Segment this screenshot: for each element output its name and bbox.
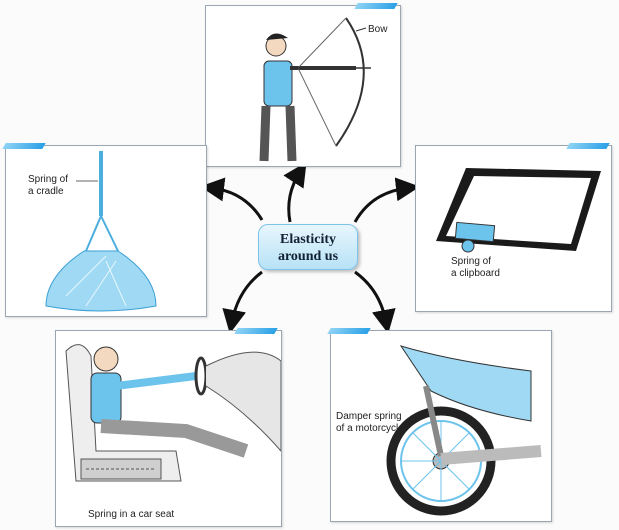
panel-cradle: Spring of a cradle	[2, 143, 207, 317]
panel-car-seat: Spring in a car seat	[55, 328, 282, 527]
label-bow: Bow	[368, 24, 388, 35]
arrow-to-cradle	[200, 177, 264, 221]
panel-bow: Bow	[205, 3, 401, 167]
center-title: Elasticity around us	[258, 224, 358, 270]
center-title-line1: Elasticity	[280, 232, 336, 247]
label-cradle-line2: a cradle	[28, 186, 64, 197]
car-seat-illustration	[65, 344, 281, 482]
archer-illustration	[259, 17, 371, 162]
center-title-line2: around us	[277, 249, 339, 264]
motorcycle-illustration	[386, 345, 542, 516]
panel-clipboard: Spring of a clipboard	[415, 143, 612, 312]
label-motorcycle-line2: of a motorcycle	[336, 423, 404, 434]
label-clipboard-line2: a clipboard	[451, 268, 500, 279]
arrow-to-bow	[283, 161, 307, 223]
arrow-to-motorcycle	[354, 270, 396, 334]
label-motorcycle: Damper spring of a motorcycle	[336, 411, 404, 435]
label-motorcycle-line1: Damper spring	[336, 411, 402, 422]
label-clipboard-line1: Spring of	[451, 256, 492, 267]
label-car-seat: Spring in a car seat	[88, 509, 175, 520]
cradle-illustration	[45, 151, 157, 312]
label-cradle-line1: Spring of	[28, 174, 69, 185]
clipboard-illustration	[436, 168, 601, 253]
arrow-to-car-seat	[222, 270, 263, 334]
arrow-to-clipboard	[353, 177, 420, 223]
panel-motorcycle: Damper spring of a motorcycle	[327, 328, 552, 522]
label-clipboard: Spring of a clipboard	[451, 256, 500, 280]
label-cradle: Spring of a cradle	[28, 174, 68, 198]
